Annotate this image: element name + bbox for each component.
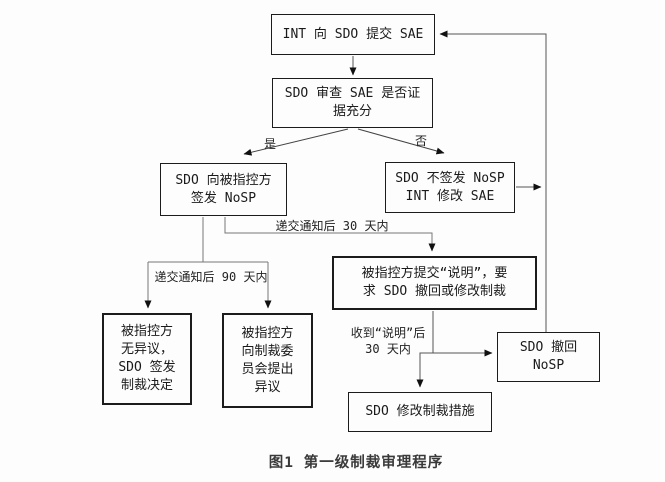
node-submit-explanation: 被指控方提交“说明”，要 求 SDO 撤回或修改制裁 (332, 256, 537, 310)
edge-label-90-days-after-notice: 递交通知后 90 天内 (154, 270, 268, 284)
edge-label-30-days-after-explanation: 收到“说明”后 30 天内 (350, 326, 426, 356)
node-sdo-withdraw-nosp: SDO 撤回 NoSP (497, 332, 600, 382)
edge-label-30-days-after-notice: 递交通知后 30 天内 (275, 219, 389, 233)
node-raise-objection: 被指控方 向制裁委 员会提出 异议 (222, 313, 313, 408)
node-sdo-issue-nosp: SDO 向被指控方 签发 NoSP (160, 163, 287, 216)
node-sdo-no-nosp: SDO 不签发 NoSP INT 修改 SAE (385, 162, 515, 213)
node-no-objection: 被指控方 无异议， SDO 签发 制裁决定 (102, 313, 192, 405)
edge-label-yes: 是 (263, 137, 276, 151)
node-sdo-review-sae: SDO 审查 SAE 是否证 据充分 (272, 78, 433, 128)
node-int-submit-sae: INT 向 SDO 提交 SAE (271, 14, 435, 55)
figure-caption: 图1 第一级制裁审理程序 (268, 455, 444, 471)
node-sdo-modify-sanction: SDO 修改制裁措施 (348, 392, 492, 432)
edge-label-no: 否 (414, 134, 427, 148)
